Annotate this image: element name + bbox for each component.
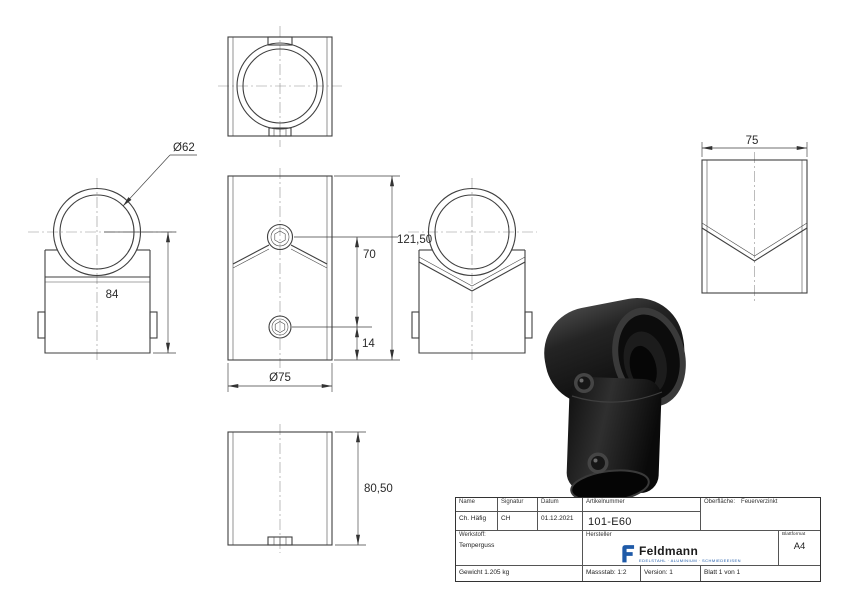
screw-top	[574, 373, 594, 393]
signatur-header-cell: Signatur	[498, 498, 538, 512]
dim-121-50: 121,50	[334, 175, 432, 361]
signatur-label: Signatur	[501, 499, 524, 505]
name-header-cell: Name	[456, 498, 498, 512]
dim-75: 75	[701, 135, 808, 157]
massstab-cell: Massstab: 1:2	[583, 566, 641, 581]
dim-dia75: Ø75	[227, 363, 333, 392]
artikelnummer-label: Artikelnummer	[586, 499, 625, 505]
artikelnummer-value-cell: 101-E60	[583, 512, 701, 531]
dim-70: 70	[292, 236, 398, 328]
feldmann-logo: Feldmann EDELSTAHL · ALUMINIUM · SCHMIED…	[583, 539, 778, 563]
view-top	[218, 26, 342, 147]
dim-dia62: Ø62	[122, 142, 197, 207]
view-front-left	[28, 178, 180, 362]
datum-value: 01.12.2021	[541, 515, 574, 522]
artikelnummer-value: 101-E60	[588, 516, 632, 528]
blattformat-value: A4	[793, 541, 806, 552]
massstab-value: Massstab: 1:2	[586, 569, 627, 576]
werkstoff-value: Temperguss	[459, 542, 495, 549]
product-photo	[544, 298, 686, 503]
feldmann-logo-tagline: EDELSTAHL · ALUMINIUM · SCHMIEDEEISEN	[639, 557, 741, 563]
view-bottom	[227, 424, 333, 553]
werkstoff-cell: Werkstoff: Temperguss	[456, 531, 583, 566]
dim-121-50-label: 121,50	[397, 234, 432, 246]
werkstoff-label: Werkstoff:	[459, 532, 486, 538]
name-label: Name	[459, 499, 476, 505]
hersteller-label: Hersteller	[586, 532, 612, 538]
dim-84: 84	[104, 231, 176, 354]
dim-dia75-label: Ø75	[269, 372, 291, 384]
bolt-top	[266, 223, 294, 251]
datum-value-cell: 01.12.2021	[538, 512, 583, 531]
name-value: Ch. Häfig	[459, 515, 487, 522]
dim-80-50-label: 80,50	[364, 483, 393, 495]
version-value: Version: 1	[644, 569, 673, 576]
blattformat-cell: Blattformat A4	[779, 531, 820, 566]
datum-header-cell: Datum	[538, 498, 583, 512]
hersteller-cell: Hersteller Feldmann EDELSTAHL · ALUMINIU…	[583, 531, 779, 566]
gewicht-value: Gewicht 1.205 kg	[459, 569, 510, 576]
blatt-value: Blatt 1 von 1	[704, 569, 741, 576]
view-front-center	[227, 168, 333, 368]
dim-dia62-label: Ø62	[173, 142, 195, 154]
view-front-right	[408, 178, 537, 362]
artikelnummer-header-cell: Artikelnummer	[583, 498, 701, 512]
feldmann-f-icon	[622, 545, 635, 563]
gewicht-cell: Gewicht 1.205 kg	[456, 566, 583, 581]
dim-80-50: 80,50	[335, 431, 393, 546]
datum-label: Datum	[541, 499, 559, 505]
name-value-cell: Ch. Häfig	[456, 512, 498, 531]
dim-14-label: 14	[362, 338, 375, 350]
bolt-bottom	[268, 315, 292, 339]
oberflaeche-value: Feuerverzinkt	[741, 499, 778, 505]
dim-70-label: 70	[363, 249, 376, 261]
dim-75-label: 75	[746, 135, 759, 147]
oberflaeche-cell: Oberfläche: Feuerverzinkt	[701, 498, 820, 531]
feldmann-logo-brand: Feldmann	[639, 543, 699, 558]
screw-bottom	[587, 452, 609, 474]
dim-84-label: 84	[106, 289, 119, 301]
signatur-value-cell: CH	[498, 512, 538, 531]
signatur-value: CH	[501, 515, 511, 522]
dim-14: 14	[334, 326, 400, 361]
blattformat-label: Blattformat	[782, 532, 806, 537]
oberflaeche-label: Oberfläche:	[704, 499, 736, 505]
version-cell: Version: 1	[641, 566, 701, 581]
title-block: Name Signatur Datum Artikelnummer Oberfl…	[455, 497, 821, 582]
blatt-cell: Blatt 1 von 1	[701, 566, 820, 581]
view-side	[701, 152, 808, 301]
